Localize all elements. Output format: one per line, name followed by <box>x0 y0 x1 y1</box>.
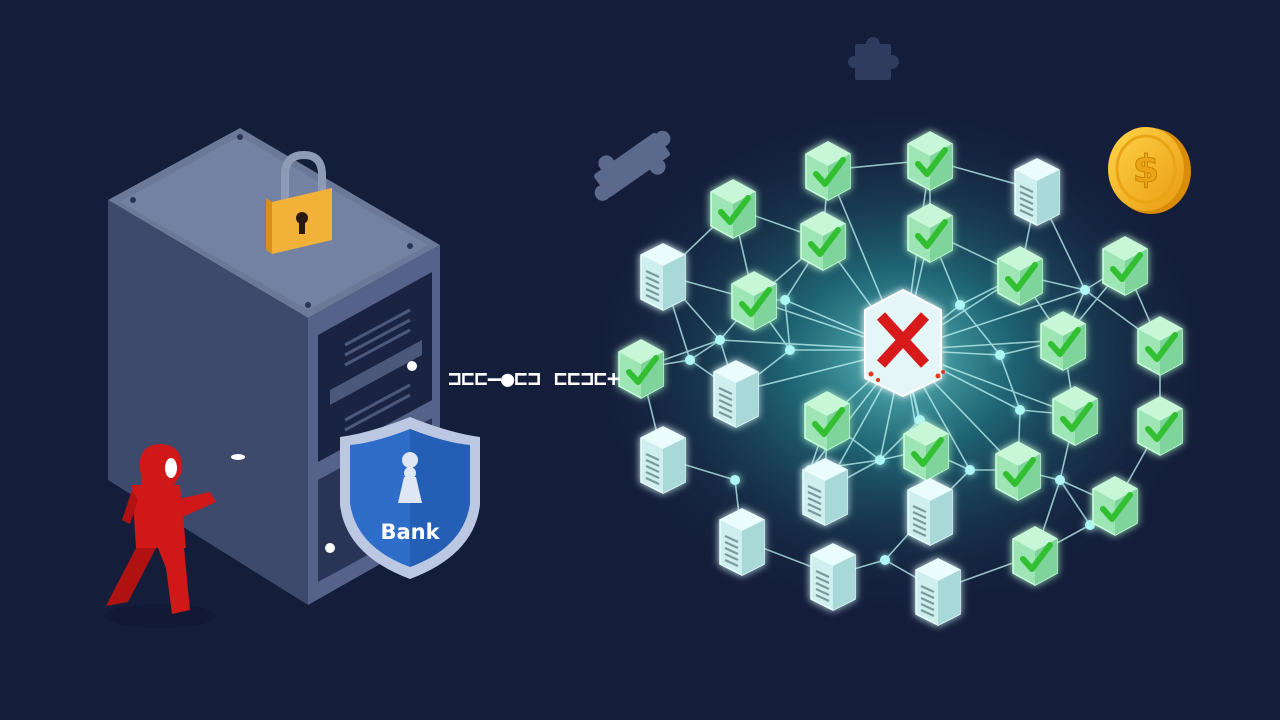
puzzle-piece-icon <box>848 37 899 80</box>
junction-dot <box>685 355 695 365</box>
check-mark-icon <box>1138 317 1182 375</box>
shield-label: Bank <box>380 520 440 544</box>
server-icon <box>639 242 687 312</box>
check-mark-icon <box>806 142 850 200</box>
check-mark-icon <box>908 204 952 262</box>
check-mark-icon <box>996 442 1040 500</box>
server-icon <box>914 557 962 627</box>
check-mark-icon <box>1138 397 1182 455</box>
server-icon <box>801 457 849 527</box>
junction-dot <box>1015 405 1025 415</box>
data-stream: ⊐⊏⊏—●⊏⊐ ⊏⊏⊐⊏+ <box>448 367 620 392</box>
check-mark-icon <box>801 212 845 270</box>
check-mark-icon <box>998 247 1042 305</box>
check-mark-icon <box>619 340 663 398</box>
junction-dot <box>875 455 885 465</box>
dollar-coin-icon: $ <box>1108 127 1191 214</box>
check-mark-icon <box>1041 312 1085 370</box>
junction-dot <box>995 350 1005 360</box>
check-mark-icon <box>1013 527 1057 585</box>
rejected-node <box>864 288 945 398</box>
check-mark-icon <box>904 422 948 480</box>
check-mark-icon <box>908 132 952 190</box>
svg-text:$: $ <box>1133 147 1159 191</box>
junction-dot <box>730 475 740 485</box>
junction-dot <box>880 555 890 565</box>
server-icon <box>1013 157 1061 227</box>
check-mark-icon <box>805 392 849 450</box>
server-icon <box>906 477 954 547</box>
junction-dot <box>1055 475 1065 485</box>
bank-shield: Bank <box>340 417 480 579</box>
junction-dot <box>915 415 925 425</box>
junction-dot <box>965 465 975 475</box>
junction-dot <box>715 335 725 345</box>
puzzle-piece-icon <box>594 130 671 201</box>
junction-dot <box>785 345 795 355</box>
x-mark-icon <box>876 312 930 368</box>
check-mark-icon <box>732 272 776 330</box>
check-mark-icon <box>1103 237 1147 295</box>
check-mark-icon <box>1093 477 1137 535</box>
hooded-figure-icon <box>105 444 216 628</box>
network-junctions <box>685 285 1095 565</box>
shield-keyhole-icon <box>398 452 422 503</box>
junction-dot <box>780 295 790 305</box>
check-mark-icon <box>1053 387 1097 445</box>
check-mark-icon <box>711 180 755 238</box>
server-icon <box>809 542 857 612</box>
server-icon <box>712 359 760 429</box>
junction-dot <box>1080 285 1090 295</box>
junction-dot <box>955 300 965 310</box>
server-icon <box>639 425 687 495</box>
server-icon <box>718 507 766 577</box>
padlock-icon <box>266 150 332 254</box>
